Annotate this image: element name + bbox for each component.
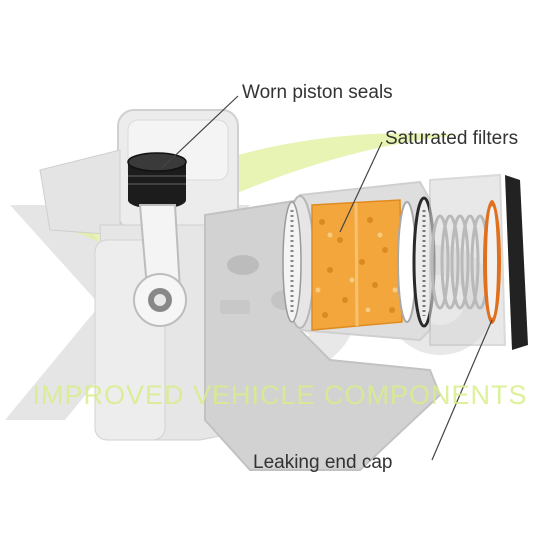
- connecting-rod: [133, 204, 187, 327]
- end-cap: [429, 173, 528, 350]
- watermark-text: IMPROVED VEHICLE COMPONENTS: [32, 380, 528, 410]
- piston: [127, 152, 187, 209]
- leader-line-end-cap: [431, 319, 493, 461]
- filter-screen-right: [397, 196, 436, 328]
- label-leaking-end-cap: Leaking end cap: [253, 452, 393, 473]
- label-saturated-filters: Saturated filters: [385, 128, 519, 149]
- label-worn-piston-seals: Worn piston seals: [242, 82, 393, 103]
- leader-line-filters: [339, 141, 383, 233]
- filter-screen-left: [282, 201, 302, 323]
- saturated-filters: [311, 199, 403, 331]
- leader-line-seals: [161, 95, 239, 169]
